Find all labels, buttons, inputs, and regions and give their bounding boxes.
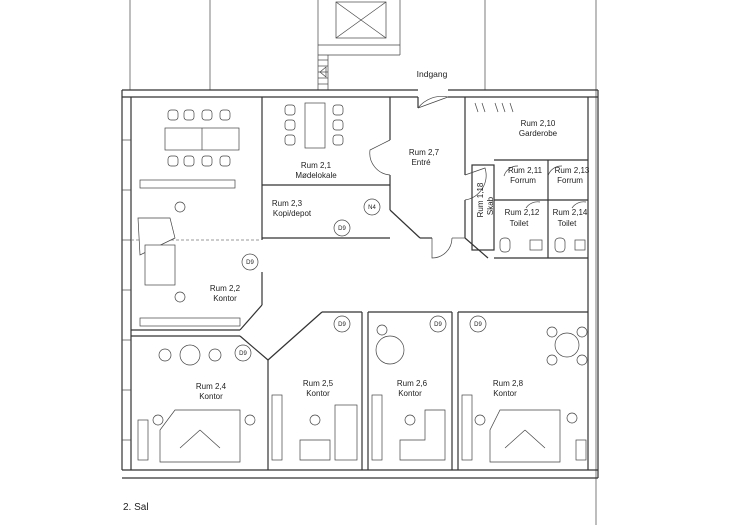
room-number: Rum 2,11	[508, 166, 543, 175]
room-function: Kontor	[199, 392, 223, 401]
room-number: Rum 2,7	[409, 148, 440, 157]
door-tag-n4: N4	[363, 198, 381, 216]
room-label-1-18: Rum 1,18 Skab	[476, 182, 495, 217]
door-tag-d9: D9	[234, 344, 252, 362]
room-number: Rum 1,18	[476, 182, 485, 217]
workstation-2-8	[461, 326, 588, 463]
room-label-2-1: Rum 2,1 Mødelokale	[295, 161, 337, 180]
room-number: Rum 2,3	[272, 199, 303, 208]
room-function: Entré	[411, 158, 431, 167]
door-tag-label: N4	[368, 205, 376, 211]
door-tag-label: D9	[246, 260, 254, 266]
room-label-2-8: Rum 2,8 Kontor	[493, 379, 524, 398]
door-tag-d9: D9	[429, 315, 447, 333]
room-function: Skab	[486, 196, 495, 215]
stairwell-area	[129, 0, 597, 525]
room-number: Rum 2,2	[210, 284, 241, 293]
room-label-2-4: Rum 2,4 Kontor	[196, 382, 227, 401]
door-tag-d9: D9	[241, 253, 259, 271]
room-number: Rum 2,14	[553, 208, 588, 217]
toilet-fixtures	[499, 237, 586, 253]
room-function: Forrum	[510, 176, 536, 185]
building-outline	[121, 89, 599, 479]
room-number: Rum 2,10	[521, 119, 556, 128]
room-label-2-5: Rum 2,5 Kontor	[303, 379, 334, 398]
room-function: Kopi/depot	[273, 209, 312, 218]
door-tag-label: D9	[434, 322, 442, 328]
room-function: Mødelokale	[295, 171, 337, 180]
door-tag-d9: D9	[333, 315, 351, 333]
door-tag-label: D9	[474, 322, 482, 328]
doors	[369, 96, 587, 259]
room-number: Rum 2,12	[505, 208, 540, 217]
room-function: Toilet	[558, 219, 577, 228]
room-label-2-11: Rum 2,11 Forrum	[508, 166, 543, 185]
floor-label: 2. Sal	[123, 502, 149, 513]
room-function: Toilet	[510, 219, 529, 228]
room-number: Rum 2,13	[555, 166, 590, 175]
entrance-label: Indgang	[417, 69, 448, 79]
room-label-2-2: Rum 2,2 Kontor	[210, 284, 241, 303]
door-tag-d9: D9	[333, 219, 351, 237]
workstation-2-4	[137, 344, 256, 463]
room-number: Rum 2,5	[303, 379, 334, 388]
garderobe-hangers	[474, 102, 514, 113]
room-label-2-3: Rum 2,3 Kopi/depot	[272, 199, 312, 218]
room-label-2-10: Rum 2,10 Garderobe	[519, 119, 558, 138]
room-label-2-12: Rum 2,12 Toilet	[505, 208, 540, 228]
room-function: Kontor	[213, 294, 237, 303]
room-function: Kontor	[398, 389, 422, 398]
door-tag-d9: D9	[469, 315, 487, 333]
meeting-table	[284, 102, 344, 149]
room-label-2-7: Rum 2,7 Entré	[409, 148, 440, 167]
room-number: Rum 2,6	[397, 379, 428, 388]
room-function: Kontor	[493, 389, 517, 398]
room-function: Garderobe	[519, 129, 558, 138]
room-label-2-14: Rum 2,14 Toilet	[553, 208, 588, 228]
workstation-2-5	[271, 394, 358, 461]
room-number: Rum 2,1	[301, 161, 332, 170]
room-number: Rum 2,4	[196, 382, 227, 391]
workstation-2-2	[131, 201, 260, 327]
door-tag-label: D9	[239, 351, 247, 357]
conference-table	[139, 109, 240, 189]
room-number: Rum 2,8	[493, 379, 524, 388]
door-tag-label: D9	[338, 226, 346, 232]
workstation-2-6	[371, 324, 446, 461]
room-label-2-6: Rum 2,6 Kontor	[397, 379, 428, 398]
room-label-2-13: Rum 2,13 Forrum	[555, 166, 590, 185]
door-tag-label: D9	[338, 322, 346, 328]
room-function: Kontor	[306, 389, 330, 398]
room-function: Forrum	[557, 176, 583, 185]
interior-walls	[131, 97, 588, 470]
